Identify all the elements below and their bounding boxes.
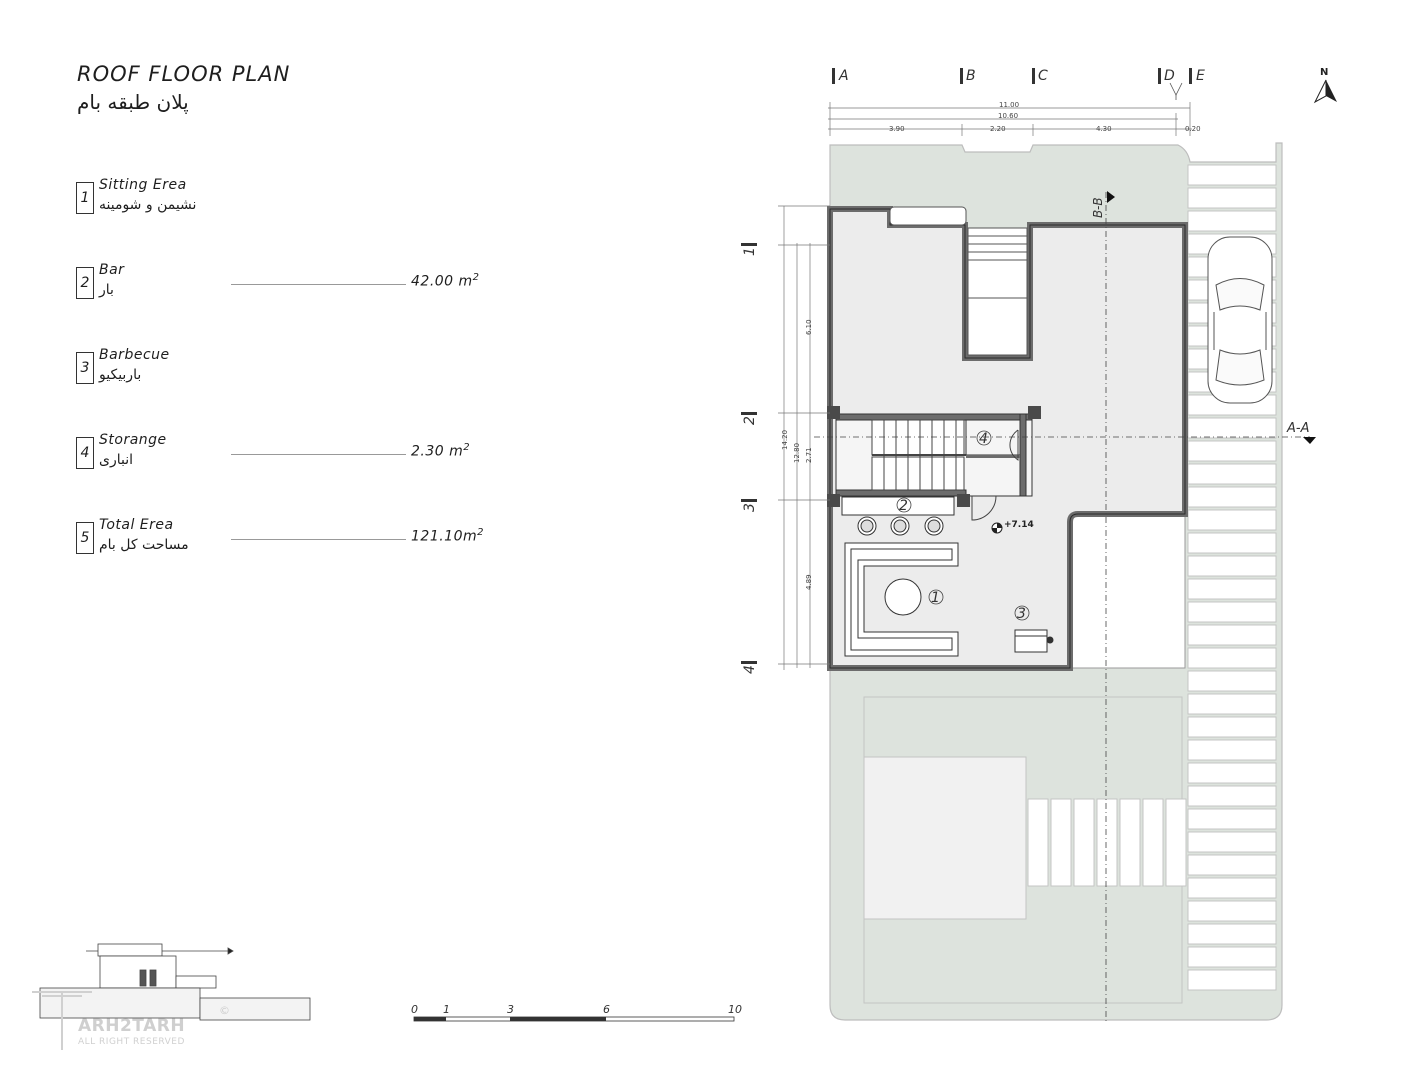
scale-label-3: 3: [507, 1003, 514, 1016]
legend-leader-line: [231, 284, 406, 285]
stair-treads: [871, 419, 966, 491]
grid-label-1: 1: [742, 247, 758, 256]
section-arrow-aa: [1303, 437, 1316, 444]
grid-label-b: B: [966, 68, 976, 84]
grid-label-a: A: [838, 68, 849, 84]
grid-label-d: D: [1164, 68, 1175, 84]
legend-label-en: Storange: [99, 432, 167, 448]
open-terrace-area: [1071, 513, 1186, 669]
dim-side-1280: 12.80: [793, 443, 801, 463]
dim-side-610: 6.10: [805, 319, 813, 335]
scale-label-0: 0: [411, 1003, 418, 1016]
upper-stair: [967, 227, 1028, 356]
parapet-detail: [889, 206, 967, 226]
room-number-tags: 1 2 3 4: [896, 430, 1030, 622]
legend-label-en: Total Erea: [99, 517, 174, 533]
dim-span-020: 0.20: [1185, 125, 1201, 133]
watermark-logo-icon: [32, 991, 92, 1050]
page-title-farsi: پلان طبقه بام: [77, 90, 189, 114]
dimension-lines-side: [778, 205, 830, 670]
grid-markers-side: 1 2 3 4: [741, 243, 758, 674]
barbecue-grill: [1014, 629, 1054, 653]
grid-label-3: 3: [742, 503, 758, 512]
legend-label-fa: باربیکیو: [99, 367, 142, 383]
level-marker: +7.14: [991, 520, 1034, 534]
section-arrow-bb: [1107, 191, 1115, 203]
room-number-4: 4: [979, 431, 988, 447]
page-title: ROOF FLOOR PLAN: [77, 62, 291, 86]
legend-area: 42.00 m2: [411, 272, 480, 290]
dim-side-489: 4.89: [805, 574, 813, 590]
legend-label-fa: نشیمن و شومینه: [99, 197, 197, 213]
legend-number: 2: [76, 267, 94, 299]
grid-label-e: E: [1196, 68, 1205, 84]
section-label-bb: B-B: [1091, 197, 1105, 218]
dim-overall-1060: 10.60: [998, 112, 1018, 120]
dim-span-220: 2.20: [990, 125, 1006, 133]
key-section-thumbnail: [39, 943, 311, 1021]
legend-label-fa: مساحت کل بام: [99, 537, 189, 553]
north-arrow-icon: N: [1313, 67, 1337, 104]
north-label: N: [1320, 67, 1328, 78]
legend-number: 3: [76, 352, 94, 384]
legend-area: 2.30 m2: [411, 442, 471, 460]
coffee-table: [884, 578, 922, 616]
dimension-text-side: 14.20 12.80 6.10 2.71 4.89: [781, 319, 813, 590]
legend-leader-line: [231, 454, 406, 455]
legend-number: 1: [76, 182, 94, 214]
room-number-3: 3: [1017, 606, 1026, 622]
dimension-lines-top: [828, 102, 1192, 136]
grid-label-4: 4: [742, 665, 758, 674]
watermark-text: ARH2TARH: [78, 1016, 186, 1036]
legend-label-en: Sitting Erea: [99, 177, 187, 193]
steps-strip: [1027, 798, 1187, 887]
door-swing: [971, 495, 997, 521]
room-number-2: 2: [899, 498, 908, 514]
legend-number: 5: [76, 522, 94, 554]
grid-label-2: 2: [742, 416, 758, 425]
legend-area: 121.10m2: [411, 527, 484, 545]
dim-overall-11: 11.00: [999, 101, 1019, 109]
level-value: +7.14: [1004, 520, 1034, 530]
lower-block: [863, 756, 1027, 920]
grid-markers-top: A B C D E: [832, 68, 1205, 84]
sofa: [844, 542, 959, 657]
dim-side-271: 2.71: [805, 447, 813, 463]
dimension-text-top: 11.00 10.60 3.90 2.20 4.30 0.20: [889, 101, 1201, 133]
dim-span-430: 4.30: [1096, 125, 1112, 133]
watermark-subtext: ALL RIGHT RESERVED: [78, 1037, 185, 1047]
car-icon: [1207, 236, 1273, 404]
legend-label-fa: بار: [99, 282, 114, 298]
section-label-aa: A-A: [1286, 421, 1309, 436]
dim-span-390: 3.90: [889, 125, 905, 133]
scale-label-1: 1: [443, 1003, 450, 1016]
room-number-1: 1: [931, 590, 940, 606]
scale-bar: 0 1 3 6 10: [411, 1003, 742, 1022]
storage-door-swing: [1009, 429, 1019, 461]
grid-label-c: C: [1038, 68, 1048, 84]
columns: [827, 406, 1041, 507]
scale-label-10: 10: [728, 1003, 742, 1016]
legend-number: 4: [76, 437, 94, 469]
watermark-mark: ©: [219, 1004, 230, 1017]
bar-counter: [841, 496, 955, 536]
legend-leader-line: [231, 539, 406, 540]
legend-label-en: Barbecue: [99, 347, 170, 363]
dim-side-1420: 14.20: [781, 430, 789, 450]
legend-label-en: Bar: [99, 262, 125, 278]
scale-label-6: 6: [603, 1003, 610, 1016]
legend-label-fa: انباری: [99, 452, 133, 468]
